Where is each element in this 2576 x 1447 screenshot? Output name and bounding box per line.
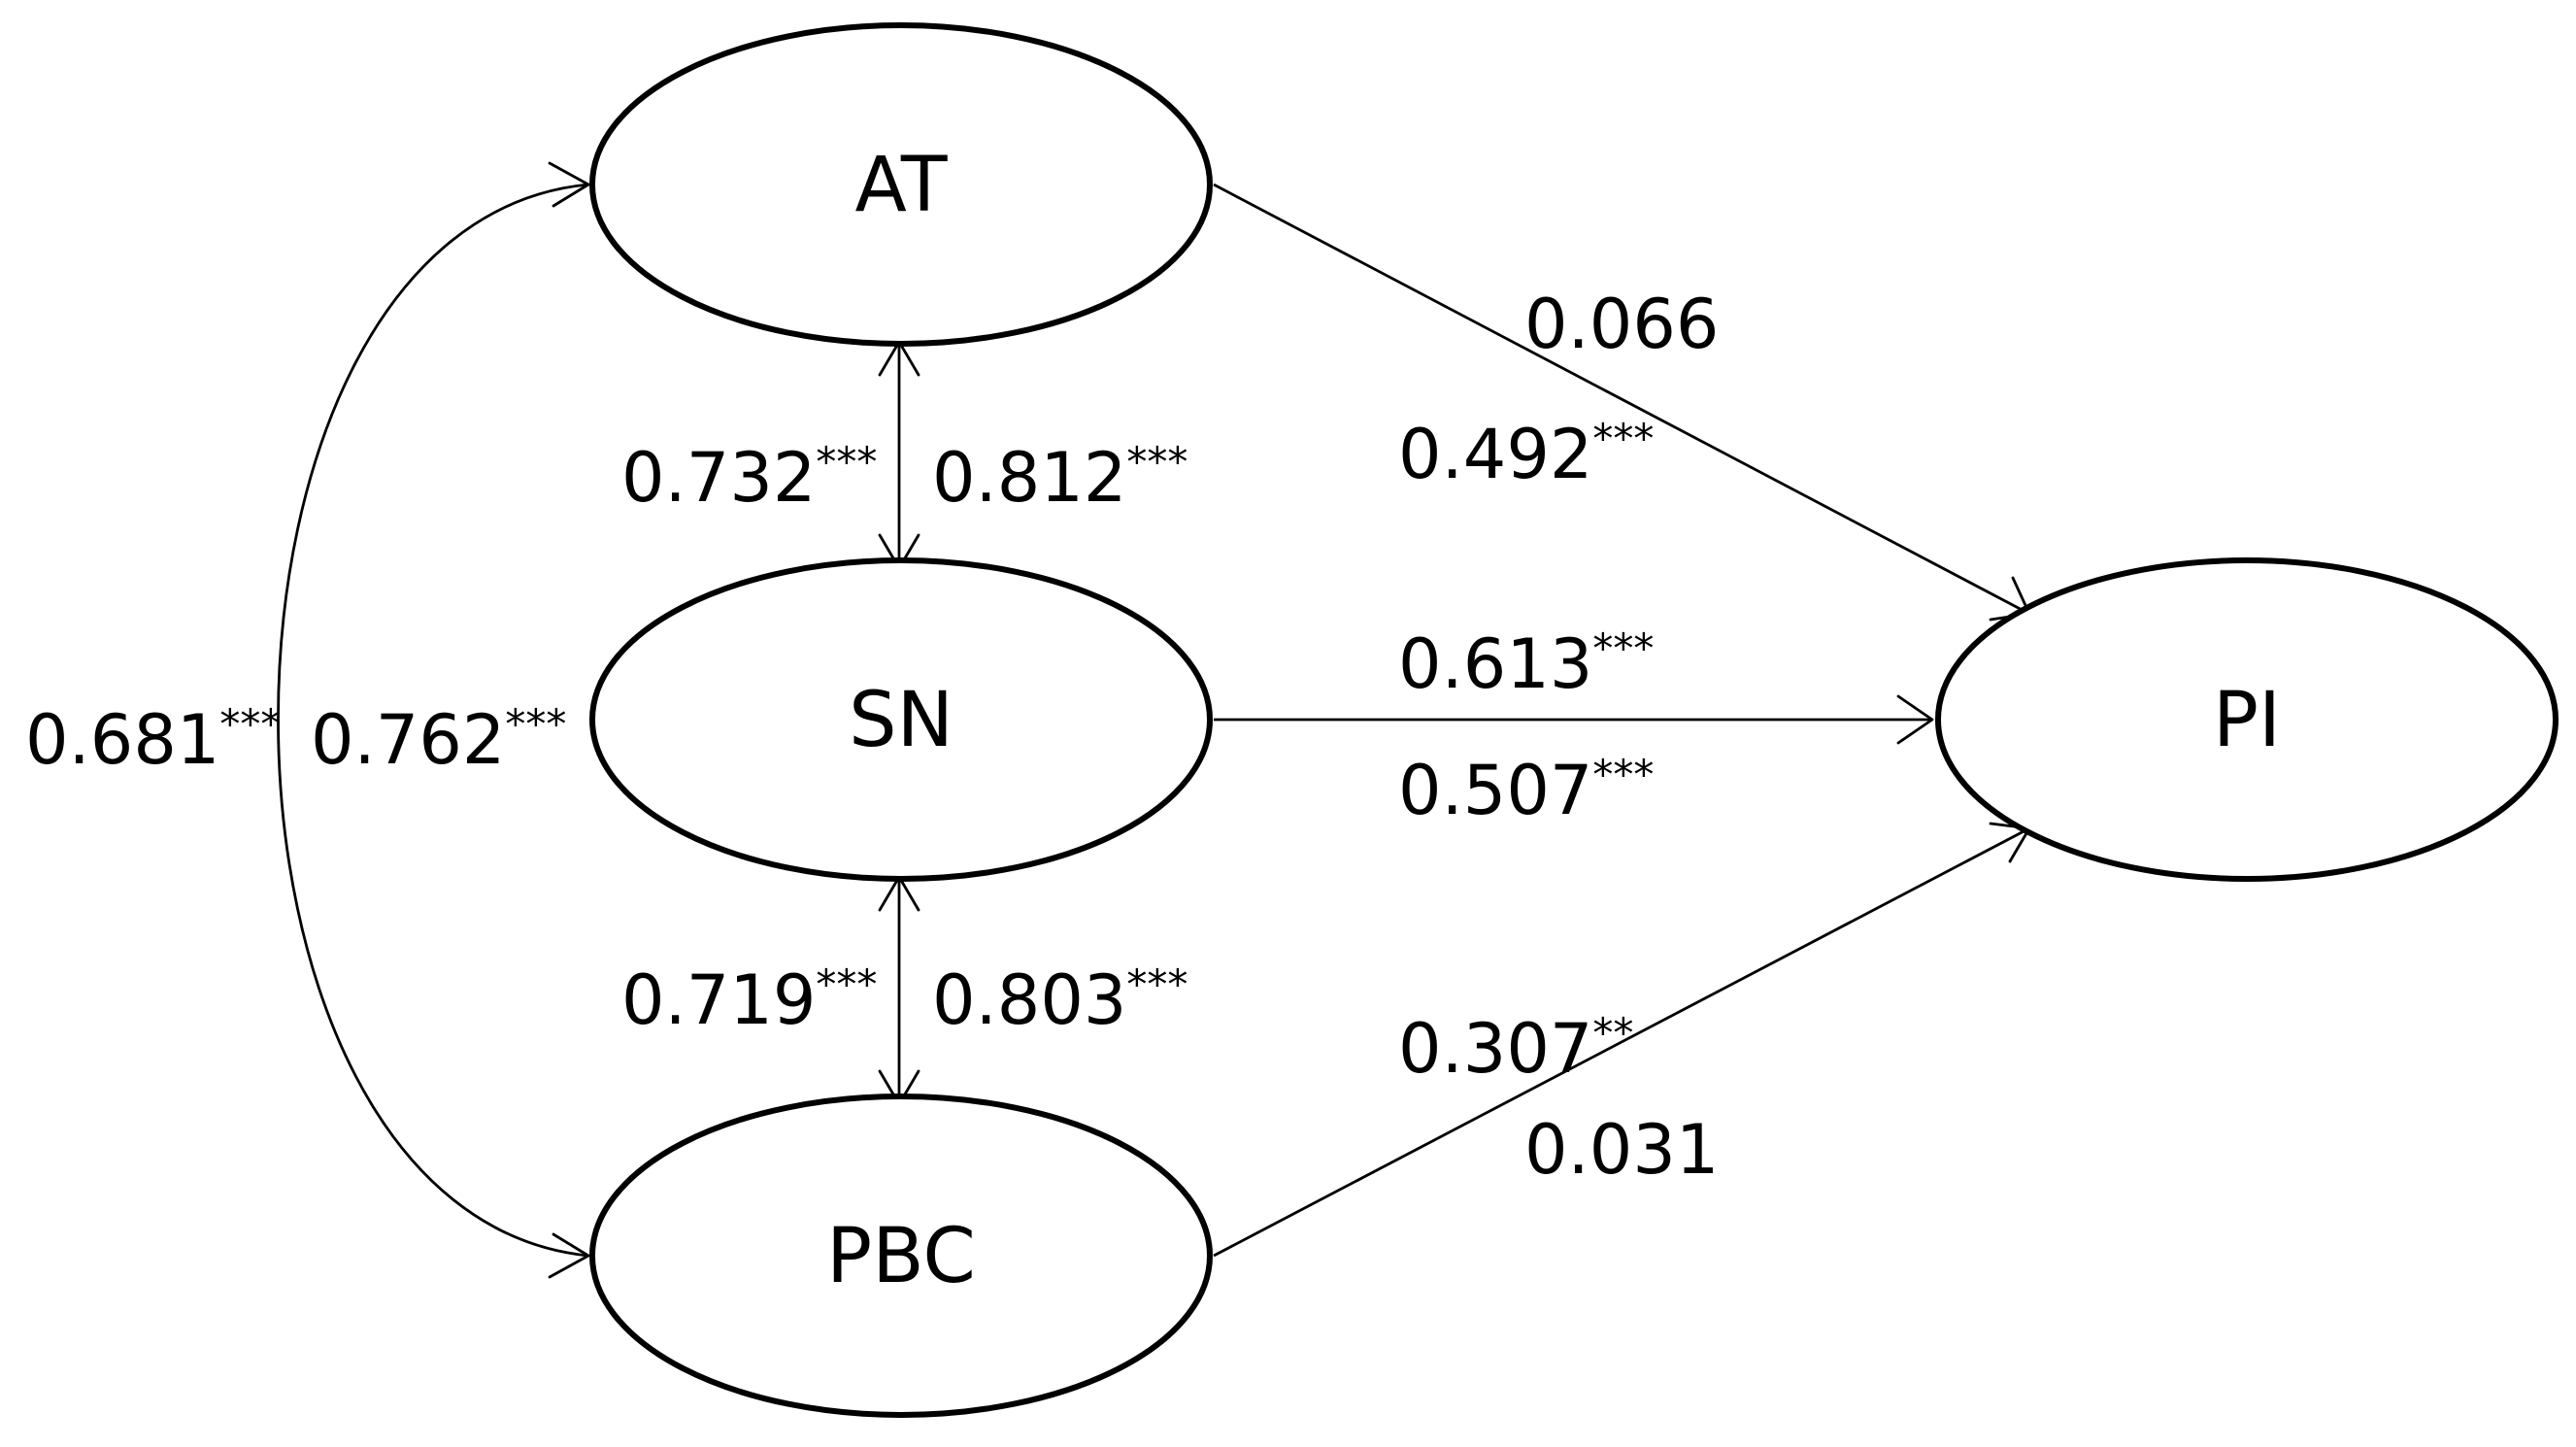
node-pi: PI xyxy=(1935,557,2559,882)
edge-at-pbc xyxy=(277,183,589,1258)
arrowhead-sn-pi xyxy=(1896,694,1934,745)
node-sn: SN xyxy=(589,557,1213,882)
coef-sn-pi-bottom-sig: *** xyxy=(1592,751,1654,798)
coef-at-sn-left: 0.732*** xyxy=(621,438,877,518)
coef-sn-pbc-left: 0.719*** xyxy=(621,960,877,1040)
node-pbc-label: PBC xyxy=(826,1213,976,1300)
arrowhead-at-pbc-top xyxy=(548,161,590,208)
coef-sn-pbc-left-sig: *** xyxy=(816,960,877,1008)
coef-pbc-pi-top-sig: ** xyxy=(1592,1009,1633,1057)
coef-at-sn-right-value: 0.812 xyxy=(932,438,1126,518)
coef-sn-pbc-left-value: 0.719 xyxy=(621,960,816,1040)
coef-at-sn-left-sig: *** xyxy=(816,438,877,486)
coef-pbc-pi-top-value: 0.307 xyxy=(1398,1009,1592,1089)
coef-pbc-pi-bottom-value: 0.031 xyxy=(1524,1110,1719,1190)
node-sn-label: SN xyxy=(849,677,953,764)
node-pi-ellipse xyxy=(1935,557,2559,882)
coef-at-pbc-right-value: 0.762 xyxy=(311,700,505,780)
node-at: AT xyxy=(589,22,1213,347)
coef-at-pi-top: 0.066 xyxy=(1524,285,1719,364)
node-pbc-ellipse xyxy=(589,1094,1213,1418)
edges xyxy=(277,161,2031,1279)
arrowhead-at-pbc-bottom xyxy=(548,1232,590,1279)
coef-at-pbc-left-sig: *** xyxy=(219,700,281,748)
coef-at-pbc-left-value: 0.681 xyxy=(25,700,219,780)
coef-sn-pi-top: 0.613*** xyxy=(1398,624,1654,704)
edge-at-pi xyxy=(1213,183,2030,616)
coef-at-pi-bottom-sig: *** xyxy=(1592,415,1654,462)
coef-at-pi-bottom: 0.492*** xyxy=(1398,415,1654,494)
coef-at-pi-bottom-value: 0.492 xyxy=(1398,415,1592,494)
coef-pbc-pi-bottom: 0.031 xyxy=(1524,1110,1719,1190)
coef-sn-pbc-right: 0.803*** xyxy=(932,960,1188,1040)
coef-at-sn-right: 0.812*** xyxy=(932,438,1188,518)
edge-pbc-pi xyxy=(1213,826,2030,1258)
coef-at-pbc-right-sig: *** xyxy=(505,700,566,748)
node-at-ellipse xyxy=(589,22,1213,347)
coef-sn-pbc-right-value: 0.803 xyxy=(932,960,1126,1040)
coef-pbc-pi-top: 0.307** xyxy=(1398,1009,1633,1089)
coef-at-sn-left-value: 0.732 xyxy=(621,438,816,518)
coef-at-pi-top-value: 0.066 xyxy=(1524,285,1719,364)
node-pi-label: PI xyxy=(2213,677,2281,764)
node-at-label: AT xyxy=(855,142,948,229)
coef-at-pbc-left: 0.681*** xyxy=(25,700,281,780)
coef-at-sn-right-sig: *** xyxy=(1126,438,1188,486)
node-sn-ellipse xyxy=(589,557,1213,882)
coef-sn-pi-bottom-value: 0.507 xyxy=(1398,751,1592,830)
coef-sn-pi-top-sig: *** xyxy=(1592,624,1654,672)
coefficient-labels: 0.066 0.492*** 0.732*** 0.812*** 0.681**… xyxy=(25,285,1719,1190)
coef-sn-pi-bottom: 0.507*** xyxy=(1398,751,1654,830)
coef-sn-pbc-right-sig: *** xyxy=(1126,960,1188,1008)
coef-at-pbc-right: 0.762*** xyxy=(311,700,566,780)
coef-sn-pi-top-value: 0.613 xyxy=(1398,624,1592,704)
node-pbc: PBC xyxy=(589,1094,1213,1418)
